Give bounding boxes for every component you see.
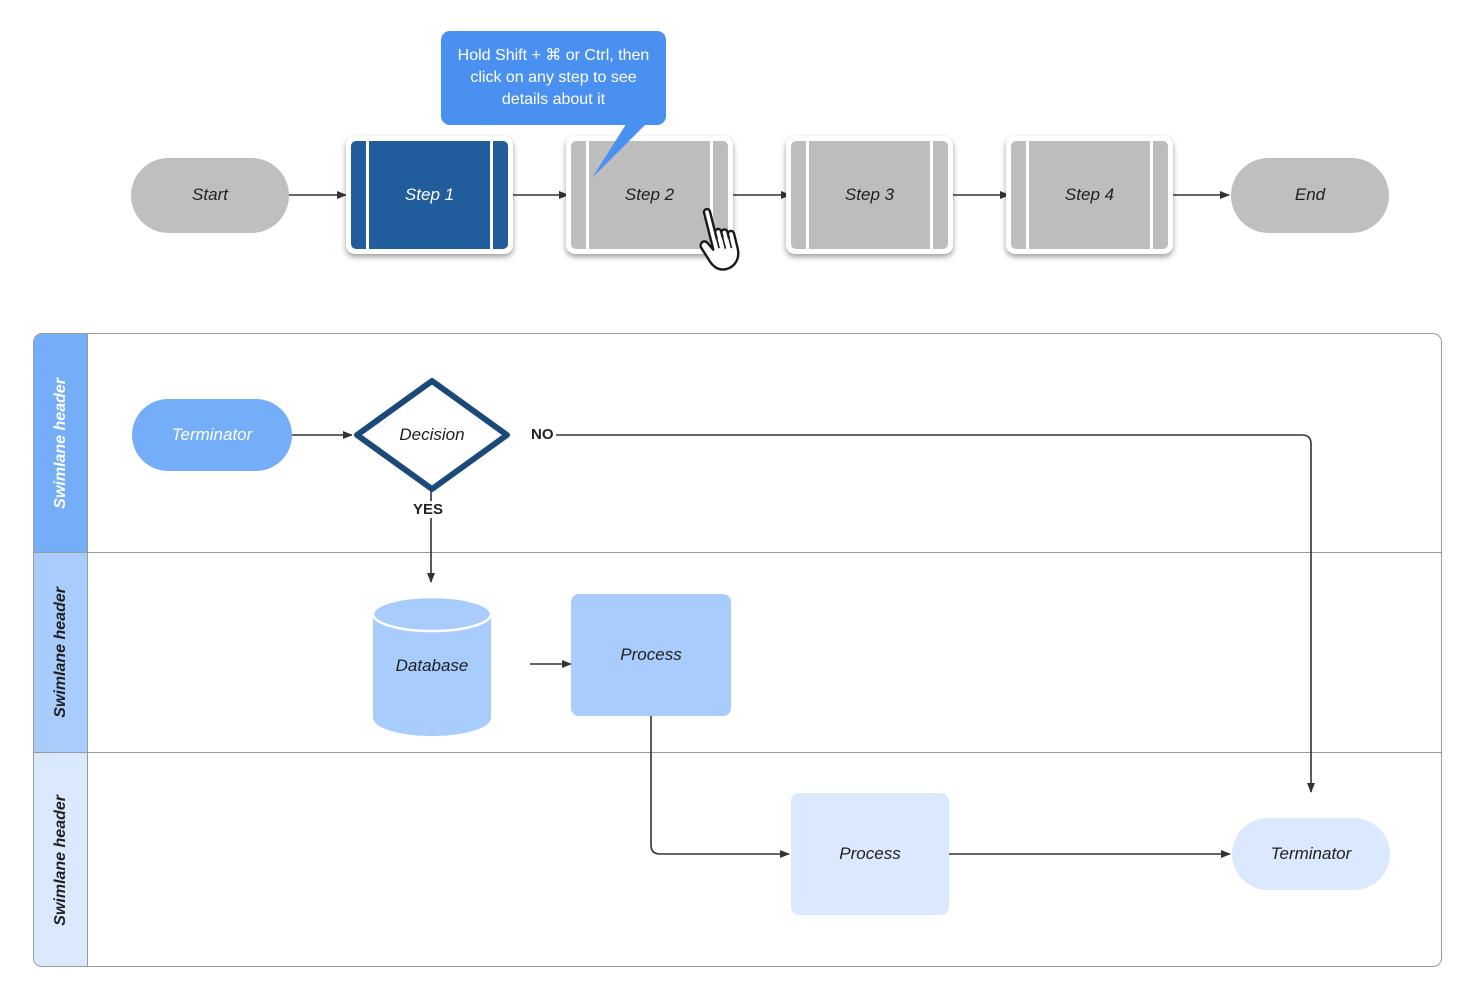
swimlane-node-process-mid-label: Process (620, 644, 682, 664)
flow-node-step4-body: Step 4 (1011, 141, 1168, 249)
swimlane-node-decision-label: Decision (399, 425, 465, 444)
flow-node-start[interactable]: Start (131, 158, 289, 233)
swimlane-node-terminator-start-label: Terminator (171, 424, 253, 444)
tooltip-text: Hold Shift + ⌘ or Ctrl, then click on an… (457, 47, 650, 108)
swimlane-3: Swimlane header (34, 752, 1441, 966)
flow-node-end-label: End (1294, 185, 1326, 205)
swimlane-node-decision[interactable]: Decision (352, 376, 512, 494)
decision-diamond-icon (354, 378, 510, 492)
swimlane-3-header[interactable]: Swimlane header (34, 753, 88, 966)
flow-node-step1-body: Step 1 (351, 141, 508, 249)
swimlane-2: Swimlane header (34, 552, 1441, 752)
edge-label-yes: YES (411, 501, 446, 518)
swimlane-2-header[interactable]: Swimlane header (34, 553, 88, 752)
swimlane-node-database[interactable]: Database (371, 595, 493, 736)
swimlane-2-header-label: Swimlane header (51, 587, 69, 718)
tooltip-tail-icon (592, 118, 652, 178)
swimlane-container: Swimlane header Swimlane header Swimlane… (33, 333, 1442, 967)
database-cylinder-icon (371, 595, 493, 736)
flow-node-step3-body: Step 3 (791, 141, 948, 249)
swimlane-node-process-mid[interactable]: Process (571, 594, 731, 716)
flow-node-step2-label: Step 2 (624, 184, 675, 204)
edge-label-no-text: NO (531, 426, 554, 443)
swimlane-node-database-label: Database (395, 656, 469, 675)
swimlane-1-header-label: Swimlane header (51, 377, 69, 509)
flow-node-step1[interactable]: Step 1 (346, 136, 513, 254)
flow-node-end[interactable]: End (1231, 158, 1389, 233)
swimlane-1: Swimlane header (34, 334, 1441, 552)
swimlane-1-header[interactable]: Swimlane header (34, 334, 88, 552)
swimlane-node-terminator-end[interactable]: Terminator (1232, 818, 1390, 890)
swimlane-node-process-low[interactable]: Process (791, 793, 949, 915)
swimlane-node-terminator-start[interactable]: Terminator (132, 399, 292, 471)
flow-node-step4[interactable]: Step 4 (1006, 136, 1173, 254)
flow-node-step3-label: Step 3 (844, 184, 895, 204)
tooltip-bubble: Hold Shift + ⌘ or Ctrl, then click on an… (441, 31, 666, 125)
flow-node-step3[interactable]: Step 3 (786, 136, 953, 254)
flow-node-step1-label: Step 1 (404, 184, 455, 204)
swimlane-node-terminator-end-label: Terminator (1270, 843, 1352, 863)
swimlane-3-header-label: Swimlane header (51, 795, 69, 926)
edge-label-no: NO (529, 426, 556, 443)
flow-node-step4-label: Step 4 (1064, 184, 1115, 204)
flow-node-start-label: Start (192, 185, 228, 205)
pointing-hand-cursor-icon (699, 207, 740, 271)
swimlane-node-process-low-label: Process (839, 843, 901, 863)
edge-label-yes-text: YES (413, 501, 444, 518)
